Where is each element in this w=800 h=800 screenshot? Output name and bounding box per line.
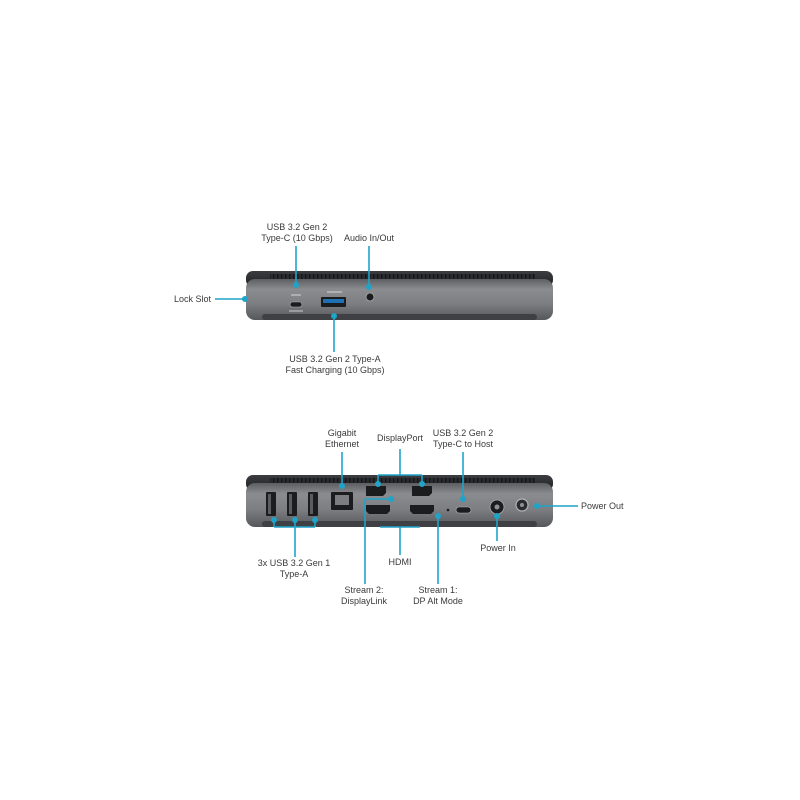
rear-usb-a-ports	[266, 492, 318, 516]
rear-hdmi-1	[366, 505, 390, 514]
callout-dot-displayport-1	[374, 480, 381, 487]
label-usb-a-rear-line-1: 3x USB 3.2 Gen 1	[257, 558, 331, 568]
label-stream-2-line-1: Stream 2:	[344, 585, 384, 595]
callout-dot-stream-1	[434, 512, 441, 519]
label-gigabit-ethernet: Gigabit Ethernet	[314, 428, 370, 450]
label-hdmi-line-1: HDMI	[388, 557, 412, 567]
rear-device	[246, 475, 553, 527]
label-gigabit-ethernet-line-1: Gigabit	[327, 428, 357, 438]
callout-dot-usb-a-3	[311, 516, 318, 523]
label-gigabit-ethernet-line-2: Ethernet	[324, 439, 360, 449]
callout-dot-usb-a-1	[270, 516, 277, 523]
label-audio: Audio In/Out	[336, 233, 402, 244]
label-usb-a-front: USB 3.2 Gen 2 Type-A Fast Charging (10 G…	[274, 354, 396, 376]
rear-callouts	[270, 449, 578, 584]
label-stream-1-line-2: DP Alt Mode	[413, 596, 463, 606]
label-usb-c-front-line-2: Type-C (10 Gbps)	[261, 233, 333, 243]
label-displayport: DisplayPort	[366, 433, 434, 444]
rear-bottom-rim	[262, 521, 537, 527]
label-power-out: Power Out	[581, 501, 624, 512]
label-stream-1-line-1: Stream 1:	[418, 585, 458, 595]
front-usb-c-marking	[291, 294, 301, 296]
rear-led	[446, 508, 450, 512]
rear-usb-a-tongue-1	[268, 494, 271, 514]
label-usb-c-host-line-1: USB 3.2 Gen 2	[432, 428, 494, 438]
rear-body	[246, 483, 553, 527]
label-power-out-line-1: Power Out	[581, 501, 624, 511]
label-usb-a-rear-line-2: Type-A	[279, 569, 309, 579]
rear-usb-a-tongue-2	[289, 494, 292, 514]
label-displayport-line-1: DisplayPort	[376, 433, 423, 443]
callout-dot-usb-a-front	[330, 312, 337, 319]
label-audio-line-1: Audio In/Out	[343, 233, 395, 243]
rear-power-in-pin	[494, 504, 500, 510]
callout-dot-power-in	[493, 512, 500, 519]
label-power-in-line-1: Power In	[480, 543, 516, 553]
front-body	[246, 279, 553, 320]
rear-displayport-2	[412, 486, 432, 496]
rear-power-out-pin	[520, 503, 524, 507]
label-usb-a-front-line-2: Fast Charging (10 Gbps)	[285, 365, 385, 375]
label-stream-1: Stream 1: DP Alt Mode	[402, 585, 474, 607]
label-stream-2-line-2: DisplayLink	[340, 596, 388, 606]
rear-ethernet-inner	[335, 495, 349, 505]
callout-dot-stream-2	[387, 495, 394, 502]
front-device	[246, 271, 553, 320]
front-bottom-rim	[262, 314, 537, 320]
callout-dot-lock-slot	[242, 295, 249, 302]
label-stream-2: Stream 2: DisplayLink	[328, 585, 400, 607]
front-usb-c-marking-2	[289, 310, 303, 312]
front-usb-c-port	[289, 301, 303, 308]
label-power-in: Power In	[470, 543, 526, 554]
callout-dot-usb-c-host	[459, 495, 466, 502]
rear-usb-c-host-port	[455, 506, 472, 514]
front-usb-a-marking	[327, 291, 342, 293]
front-audio-jack	[365, 292, 375, 302]
label-usb-c-front: USB 3.2 Gen 2 Type-C (10 Gbps)	[256, 222, 338, 244]
callout-dot-power-out	[533, 502, 540, 509]
label-usb-a-rear: 3x USB 3.2 Gen 1 Type-A	[248, 558, 340, 580]
callout-dot-usb-a-2	[291, 516, 298, 523]
label-usb-c-host: USB 3.2 Gen 2 Type-C to Host	[424, 428, 502, 450]
label-lock-slot-line-1: Lock Slot	[174, 294, 212, 304]
rear-hdmi-2	[410, 505, 434, 514]
front-usb-a-tongue	[323, 299, 344, 303]
rear-displayport-1	[366, 486, 386, 496]
callout-dot-displayport-2	[418, 480, 425, 487]
label-hdmi: HDMI	[376, 557, 424, 568]
label-usb-a-front-line-1: USB 3.2 Gen 2 Type-A	[289, 354, 381, 364]
label-usb-c-host-line-2: Type-C to Host	[432, 439, 494, 449]
callout-dot-usb-c-front	[292, 281, 299, 288]
label-usb-c-front-line-1: USB 3.2 Gen 2	[266, 222, 328, 232]
callout-dot-audio	[365, 283, 372, 290]
front-callouts	[215, 246, 372, 352]
label-lock-slot: Lock Slot	[174, 294, 211, 305]
callout-dot-ethernet	[338, 482, 345, 489]
rear-usb-a-tongue-3	[310, 494, 313, 514]
